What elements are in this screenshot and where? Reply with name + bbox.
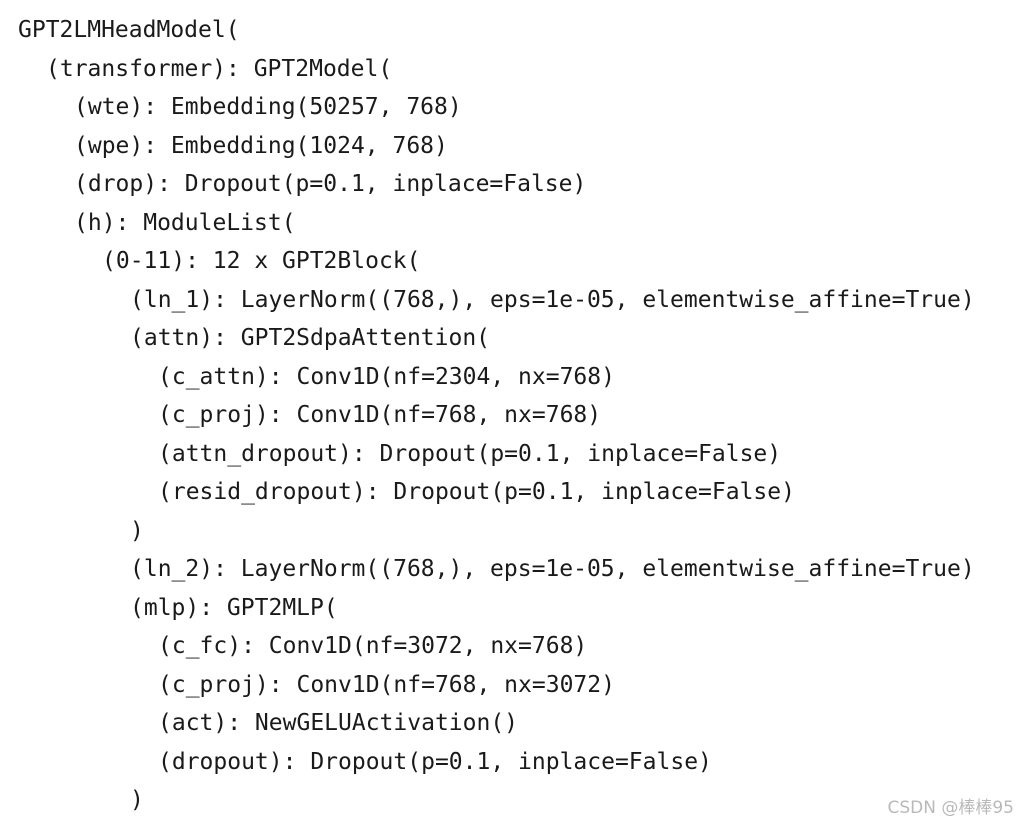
code-line-c-proj-attn: (c_proj): Conv1D(nf=768, nx=768) [158,402,602,428]
csdn-watermark: CSDN @棒棒95 [887,798,1014,818]
code-line-c-proj-mlp: (c_proj): Conv1D(nf=768, nx=3072) [158,671,615,698]
code-line-mlp: (mlp): GPT2MLP( [130,594,338,621]
code-line-resid-dropout: (resid_dropout): Dropout(p=0.1, inplace=… [158,479,795,505]
code-line-wpe: (wpe): Embedding(1024, 768) [74,132,448,159]
code-line-attn: (attn): GPT2SdpaAttention( [130,325,491,351]
code-line-attn-close: ) [130,517,144,544]
code-line-mlp-close: ) [130,787,144,813]
code-line-c-attn: (c_attn): Conv1D(nf=2304, nx=768) [158,363,615,390]
code-line-root: GPT2LMHeadModel( [18,17,240,43]
code-line-attn-dropout: (attn_dropout): Dropout(p=0.1, inplace=F… [158,440,782,467]
code-line-c-fc: (c_fc): Conv1D(nf=3072, nx=768) [158,633,588,659]
code-line-ln-2: (ln_2): LayerNorm((768,), eps=1e-05, ele… [130,556,975,582]
code-line-ln-1: (ln_1): LayerNorm((768,), eps=1e-05, ele… [130,286,975,313]
code-line-act: (act): NewGELUActivation() [158,710,519,736]
code-line-wte: (wte): Embedding(50257, 768) [74,94,462,120]
code-line-transformer: (transformer): GPT2Model( [46,55,393,82]
code-line-block: (0-11): 12 x GPT2Block( [102,248,421,274]
code-line-h: (h): ModuleList( [74,209,296,236]
code-line-drop: (drop): Dropout(p=0.1, inplace=False) [74,171,587,197]
code-line-dropout: (dropout): Dropout(p=0.1, inplace=False) [158,748,712,775]
